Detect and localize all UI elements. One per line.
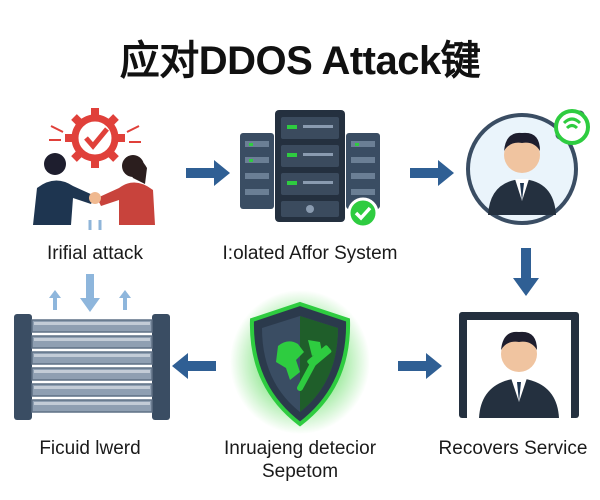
firewall-barrier-icon xyxy=(14,314,170,420)
arrow-left-icon xyxy=(172,353,216,379)
person-monitor-icon xyxy=(459,312,579,418)
server-stack-with-check-icon xyxy=(240,110,380,229)
node-label-initial-attack: Irifial attack xyxy=(46,243,144,264)
person-magnifier-icon xyxy=(466,109,590,225)
page-title: 应对DDOS Attack键 xyxy=(119,39,481,83)
green-glow-shield-globe-icon xyxy=(230,290,370,434)
node-label-detection-system-line2: Sepetom xyxy=(261,461,339,482)
node-label-isolated-system: I:olated Affor System xyxy=(222,243,398,264)
arrow-right-icon xyxy=(186,160,230,186)
node-label-recovers-service: Recovers Service xyxy=(438,438,588,459)
node-label-detection-system-line1: Inruajeng detecior xyxy=(223,438,377,459)
arrow-down-icon xyxy=(513,248,539,296)
people-struggle-with-red-gear-icon xyxy=(33,108,155,230)
node-label-firewall: Ficuid lwerd xyxy=(39,438,141,459)
arrow-down-light-icon xyxy=(80,274,100,312)
arrow-right-icon xyxy=(410,160,454,186)
small-up-arrow-icon xyxy=(49,290,61,310)
small-up-arrow-icon xyxy=(119,290,131,310)
arrow-right-icon xyxy=(398,353,442,379)
